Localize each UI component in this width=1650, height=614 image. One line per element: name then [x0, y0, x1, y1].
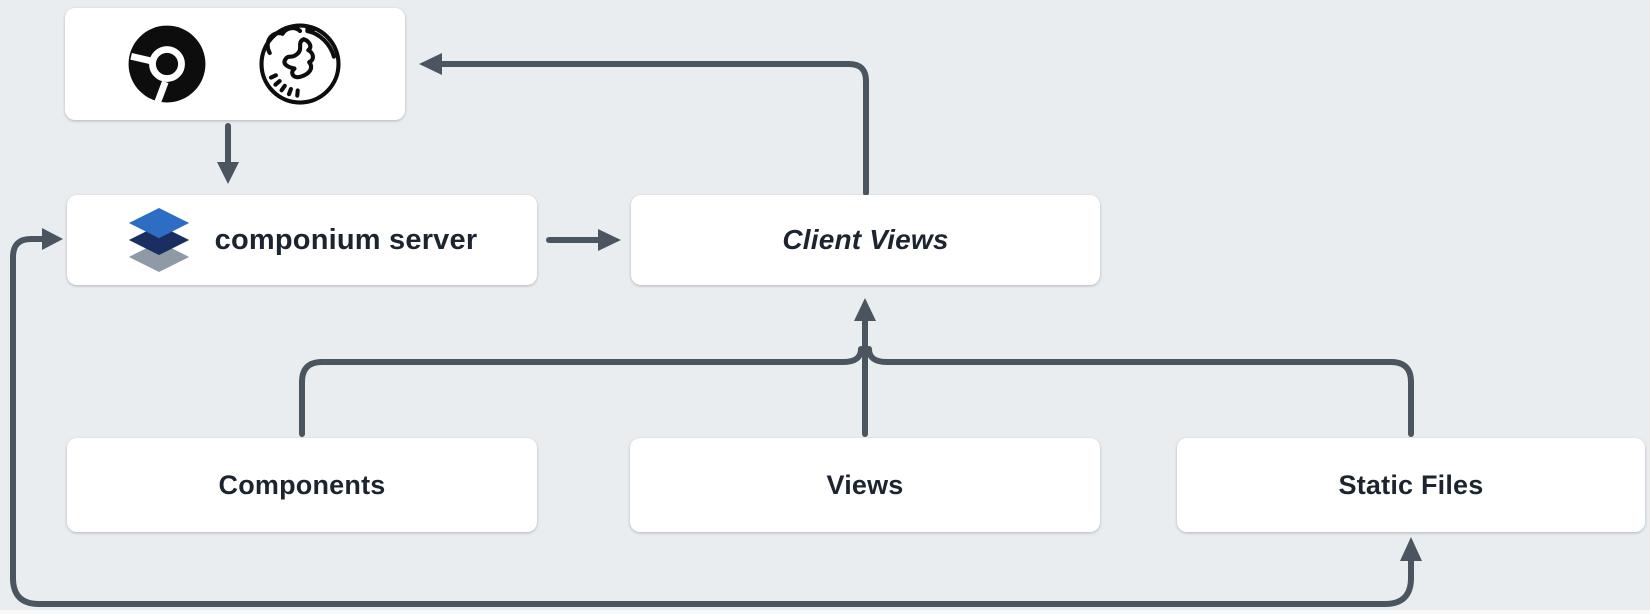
arrowhead-into-server-left [42, 228, 63, 250]
page-bottom-edge [0, 610, 1650, 614]
edge-server-static-files-loop [10, 236, 1414, 607]
views-label: Views [826, 469, 904, 500]
arrowhead-into-client-views-left [598, 229, 621, 251]
chrome-icon [128, 25, 206, 104]
arrowhead-into-server-top [217, 162, 239, 184]
layers-icon [128, 208, 189, 272]
client-views-label: Client Views [782, 224, 949, 255]
edge-components-to-client-views [299, 346, 864, 437]
node-componium-server: componium server [67, 195, 537, 285]
arrowhead-into-static-files [1400, 537, 1422, 561]
server-label: componium server [214, 223, 478, 256]
arrowhead-into-client-views-bottom [854, 298, 876, 321]
edge-static-files-to-client-views [866, 346, 1414, 437]
firefox-icon [259, 23, 341, 105]
arrowhead-into-browsers [419, 53, 442, 75]
edge-client-views-to-browsers [439, 61, 869, 196]
static-files-label: Static Files [1338, 469, 1484, 500]
node-views: Views [630, 438, 1100, 532]
node-browsers [65, 8, 405, 120]
node-client-views: Client Views [631, 195, 1100, 285]
node-static-files: Static Files [1177, 438, 1645, 532]
node-components: Components [67, 438, 537, 532]
components-label: Components [218, 469, 386, 500]
